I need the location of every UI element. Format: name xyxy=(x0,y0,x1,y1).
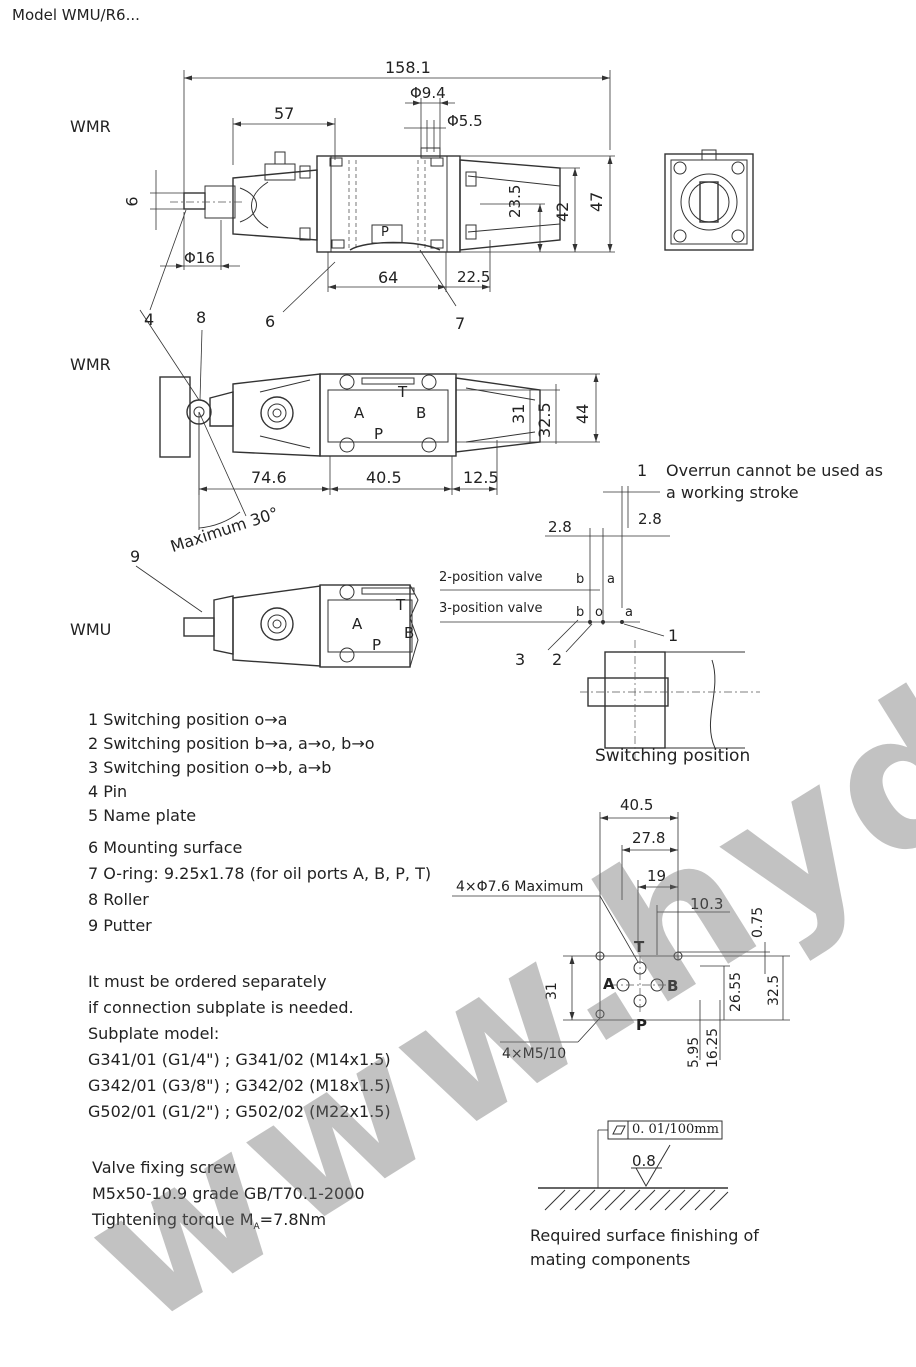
surface-caption-line2: mating components xyxy=(530,1250,691,1269)
switching-caption: Switching position xyxy=(595,746,751,766)
technical-drawing xyxy=(135,70,790,1211)
dim-phi-16: Φ16 xyxy=(184,249,215,267)
dim-74-6: 74.6 xyxy=(251,468,287,487)
three-position-label: 3-position valve xyxy=(439,601,543,616)
dim-44: 44 xyxy=(573,403,592,424)
torque-label: Tightening torque M xyxy=(92,1210,254,1229)
dim-port-40-5: 40.5 xyxy=(620,796,654,814)
pos-a-2: a xyxy=(607,572,615,587)
dim-port-10-3: 10.3 xyxy=(690,895,724,913)
port-t-bottom: T xyxy=(396,596,406,614)
callout-3: 3 xyxy=(515,650,526,669)
legend-item-5: 5 Name plate xyxy=(88,806,197,825)
dim-port-16-25: 16.25 xyxy=(705,1027,721,1068)
surface-finish-diagram xyxy=(538,1120,729,1211)
pos-o-3: o xyxy=(595,605,603,620)
port-pattern-diagram xyxy=(452,812,790,1060)
legend-item-8: 8 Roller xyxy=(88,890,149,909)
page-title: Model WMU/R6... xyxy=(12,6,140,24)
surface-caption-line1: Required surface finishing of xyxy=(530,1226,759,1245)
switching-diagram xyxy=(440,486,760,760)
callout-2: 2 xyxy=(552,650,563,669)
callout-9: 9 xyxy=(130,547,141,566)
view-label-middle: WMR xyxy=(70,355,111,374)
screw-note-line2: M5x50-10.9 grade GB/T70.1-2000 xyxy=(92,1184,365,1203)
dim-158-1: 158.1 xyxy=(385,58,431,77)
callout-7: 7 xyxy=(455,314,466,333)
subplate-note-line3: Subplate model: xyxy=(88,1024,220,1043)
port-p-pattern: P xyxy=(636,1016,647,1034)
legend-item-4: 4 Pin xyxy=(88,782,128,801)
port-a-middle: A xyxy=(354,404,365,422)
flatness-value: 0. 01/100mm xyxy=(632,1122,719,1137)
dim-phi-5-5: Φ5.5 xyxy=(447,112,483,130)
middle-view-drawing xyxy=(139,309,600,530)
dim-port-19: 19 xyxy=(647,867,667,885)
dim-22-5: 22.5 xyxy=(457,268,491,286)
legend-item-6-visible: 6 Mounting surface xyxy=(88,838,243,857)
callout-4: 4 xyxy=(144,310,155,329)
end-view-drawing xyxy=(664,149,754,251)
dim-31: 31 xyxy=(509,403,528,424)
overrun-callout-1: 1 xyxy=(637,461,648,480)
legend-item-9: 9 Putter xyxy=(88,916,152,935)
port-p-top: P xyxy=(381,225,389,240)
subplate-note-line6: G502/01 (G1/2") ; G502/02 (M22x1.5) xyxy=(88,1102,391,1121)
dim-32-5: 32.5 xyxy=(535,402,554,438)
port-p-middle: P xyxy=(374,425,384,443)
dim-phi-9-4: Φ9.4 xyxy=(410,84,446,102)
view-label-bottom: WMU xyxy=(70,620,112,639)
overrun-note-line1: Overrun cannot be used as xyxy=(666,461,883,480)
dim-23-5: 23.5 xyxy=(506,184,524,218)
dim-57: 57 xyxy=(274,104,295,123)
torque-value: =7.8Nm xyxy=(259,1210,327,1229)
callout-8: 8 xyxy=(196,308,207,327)
subplate-note-line1: It must be ordered separately xyxy=(88,972,327,991)
port-a-pattern: A xyxy=(603,975,615,993)
pos-a-3: a xyxy=(625,605,633,620)
port-t-pattern: T xyxy=(634,938,645,956)
subplate-note-line5: G342/01 (G3/8") ; G342/02 (M18x1.5) xyxy=(88,1076,391,1095)
overrun-note-line2: a working stroke xyxy=(666,483,799,502)
dim-2-8-right: 2.8 xyxy=(638,510,662,528)
dim-port-27-8: 27.8 xyxy=(632,829,666,847)
dim-port-holes: 4×Φ7.6 Maximum xyxy=(456,879,584,895)
port-t-middle: T xyxy=(398,383,408,401)
dim-42: 42 xyxy=(553,201,572,222)
legend-item-7: 7 O-ring: 9.25x1.78 (for oil ports A, B,… xyxy=(88,864,432,883)
dim-40-5: 40.5 xyxy=(366,468,402,487)
dim-64: 64 xyxy=(378,268,399,287)
port-b-middle: B xyxy=(416,404,427,422)
subplate-note-line4: G341/01 (G1/4") ; G341/02 (M14x1.5) xyxy=(88,1050,391,1069)
screw-note-line3: Tightening torque MA=7.8Nm xyxy=(92,1210,326,1232)
screw-note-line1: Valve fixing screw xyxy=(92,1158,237,1177)
port-a-bottom: A xyxy=(352,615,363,633)
dim-port-screws: 4×M5/10 xyxy=(502,1046,567,1062)
roughness-value: 0.8 xyxy=(632,1152,656,1170)
legend-item-2: 2 Switching position b→a, a→o, b→o xyxy=(88,734,375,753)
torque-subscript: A xyxy=(253,1222,260,1233)
pos-b-2: b xyxy=(576,572,585,587)
view-label-top: WMR xyxy=(70,117,111,136)
drawing-sheet: Model WMU/R6... WMR WMR WMU 158.1 57 Φ9.… xyxy=(12,6,916,1367)
callout-1: 1 xyxy=(668,626,679,645)
port-b-pattern: B xyxy=(667,977,679,995)
callout-6: 6 xyxy=(265,312,276,331)
bottom-view-drawing xyxy=(135,565,419,668)
port-b-bottom: B xyxy=(404,624,415,642)
dim-47: 47 xyxy=(587,191,606,212)
two-position-label: 2-position valve xyxy=(439,570,543,585)
legend-item-1: 1 Switching position o→a xyxy=(88,710,288,729)
legend-item-3: 3 Switching position o→b, a→b xyxy=(88,758,332,777)
dim-2-8-left: 2.8 xyxy=(548,518,572,536)
dim-6: 6 xyxy=(122,196,142,207)
top-view-drawing xyxy=(149,70,615,313)
subplate-note-line2: if connection subplate is needed. xyxy=(88,998,354,1017)
dim-12-5: 12.5 xyxy=(463,468,499,487)
port-p-bottom: P xyxy=(372,636,382,654)
pos-b-3: b xyxy=(576,605,585,620)
